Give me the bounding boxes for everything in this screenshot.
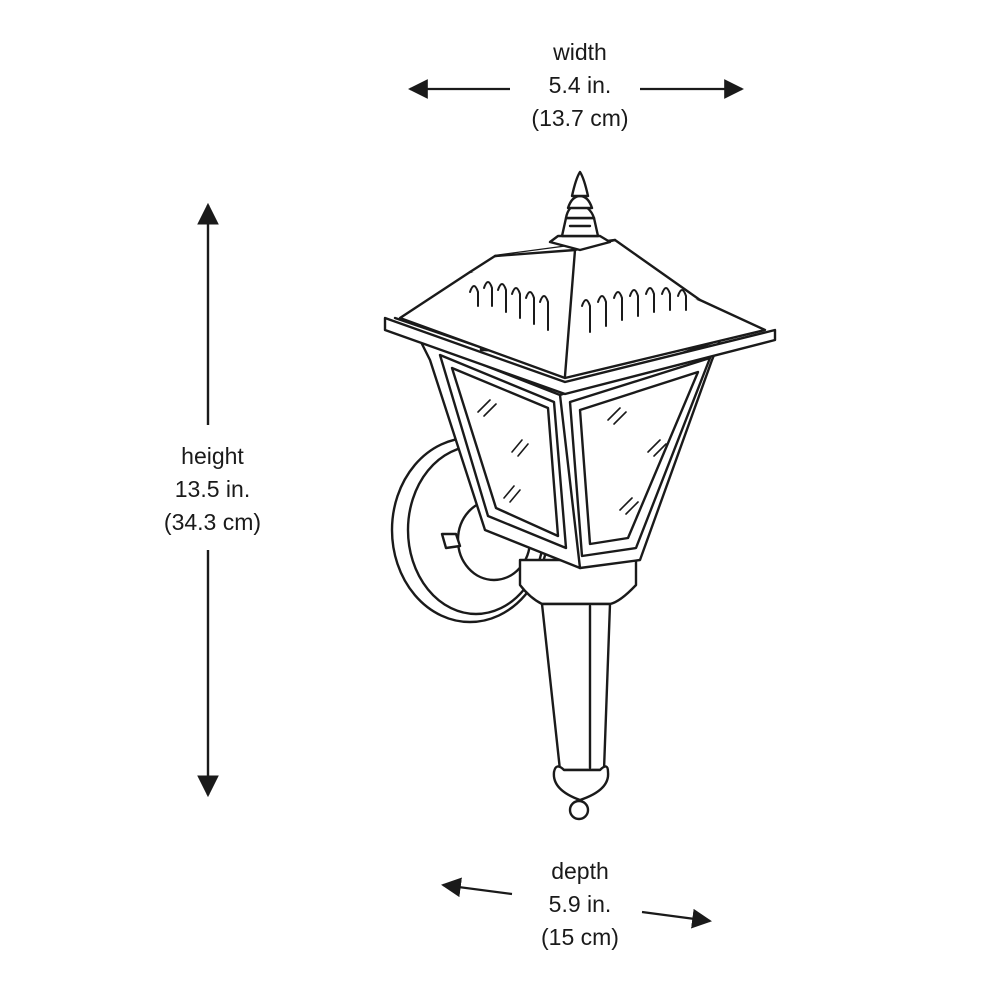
height-title: height <box>181 443 244 469</box>
width-metric: (13.7 cm) <box>531 105 629 131</box>
width-label: width 5.4 in. (13.7 cm) <box>470 36 690 135</box>
depth-label: depth 5.9 in. (15 cm) <box>470 855 690 954</box>
depth-arrow <box>441 877 712 929</box>
height-imperial: 13.5 in. <box>174 476 251 502</box>
depth-title: depth <box>551 858 609 884</box>
depth-metric: (15 cm) <box>541 924 619 950</box>
width-imperial: 5.4 in. <box>548 72 612 98</box>
height-label: height 13.5 in. (34.3 cm) <box>110 440 315 539</box>
width-title: width <box>553 39 607 65</box>
roof-ribs <box>469 281 687 333</box>
lantern-illustration <box>383 170 777 821</box>
roof <box>398 238 767 380</box>
glass-reflections <box>477 399 667 515</box>
glass-housing <box>418 338 722 570</box>
depth-imperial: 5.9 in. <box>548 891 612 917</box>
height-metric: (34.3 cm) <box>163 509 262 535</box>
finial <box>548 170 612 252</box>
lantern-arm <box>518 558 638 821</box>
